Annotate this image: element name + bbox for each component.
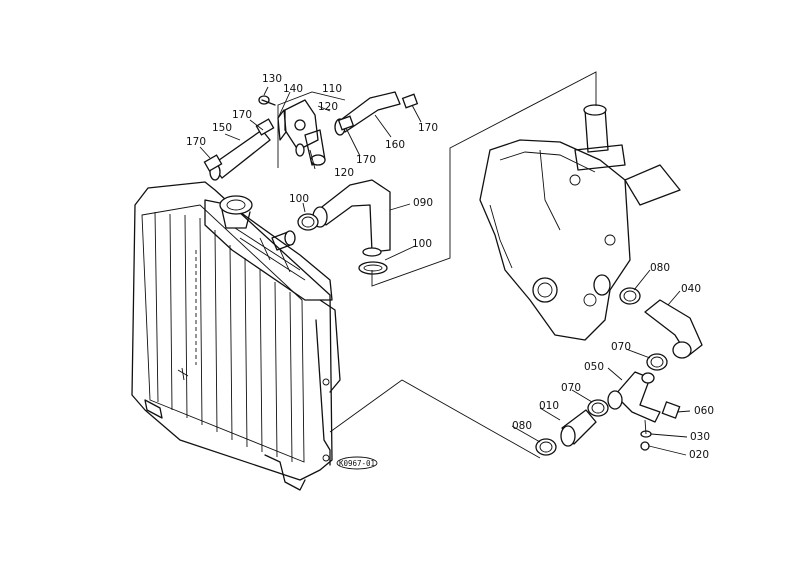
label-160: 160 <box>385 139 405 151</box>
label-060: 060 <box>694 405 714 417</box>
label-070-a: 070 <box>611 341 631 353</box>
label-070-b: 070 <box>561 382 581 394</box>
label-030: 030 <box>690 431 710 443</box>
drawing-code: K0967-01 <box>339 459 375 468</box>
label-100-a: 100 <box>289 193 309 205</box>
radiator <box>131 181 341 491</box>
leader-lines <box>199 71 691 459</box>
label-170-d: 170 <box>356 154 376 166</box>
label-110: 110 <box>322 83 342 95</box>
hose-090-assembly <box>297 179 391 275</box>
label-170-a: 170 <box>232 109 252 121</box>
engine-front-cover <box>479 104 681 341</box>
label-010: 010 <box>539 400 559 412</box>
label-150: 150 <box>212 122 232 134</box>
label-040: 040 <box>681 283 701 295</box>
label-170-b: 170 <box>186 136 206 148</box>
lower-pipe-assembly <box>535 287 703 456</box>
label-020: 020 <box>689 449 709 461</box>
label-170-c: 170 <box>418 122 438 134</box>
label-080-a: 080 <box>650 262 670 274</box>
label-100-b: 100 <box>412 238 432 250</box>
label-050: 050 <box>584 361 604 373</box>
label-140: 140 <box>283 83 303 95</box>
drawing-code-badge: K0967-01 <box>336 456 378 470</box>
label-090: 090 <box>413 197 433 209</box>
label-120-upper: 120 <box>318 101 338 113</box>
label-080-b: 080 <box>512 420 532 432</box>
label-120-lower: 120 <box>334 167 354 179</box>
label-130: 130 <box>262 73 282 85</box>
upper-hose-assembly <box>203 91 419 181</box>
